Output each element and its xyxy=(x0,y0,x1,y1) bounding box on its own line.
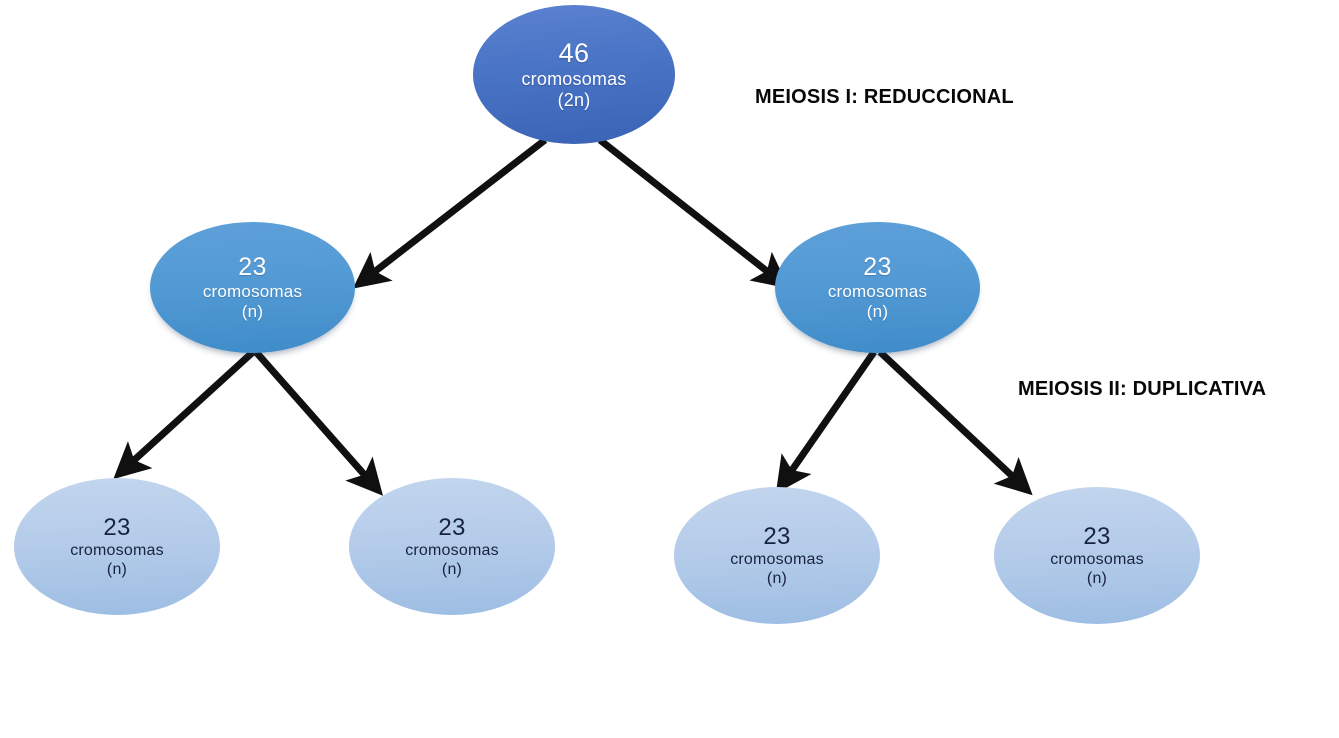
node-leaf-4-23-chromosomes[interactable]: 23 cromosomas (n) xyxy=(994,487,1200,624)
node-root-label: cromosomas xyxy=(521,69,627,89)
node-leaf-1-ploidy: (n) xyxy=(106,560,128,578)
node-mid-right-label: cromosomas xyxy=(827,282,928,301)
edge-mid-left-to-leaf-2 xyxy=(253,349,384,496)
edge-mid-right-to-leaf-3 xyxy=(775,350,877,494)
node-leaf-4-label: cromosomas xyxy=(1050,550,1144,568)
node-leaf-3-label: cromosomas xyxy=(730,550,824,568)
node-leaf-3-count: 23 xyxy=(763,522,791,550)
node-mid-left-23-chromosomes[interactable]: 23 cromosomas (n) xyxy=(150,222,355,353)
node-mid-right-ploidy: (n) xyxy=(866,302,889,321)
node-leaf-3-ploidy: (n) xyxy=(766,569,788,587)
node-root-count: 46 xyxy=(558,38,590,68)
node-leaf-4-ploidy: (n) xyxy=(1086,569,1108,587)
node-leaf-1-23-chromosomes[interactable]: 23 cromosomas (n) xyxy=(14,478,220,615)
node-root-ploidy: (2n) xyxy=(557,90,591,110)
node-leaf-1-label: cromosomas xyxy=(70,541,164,559)
node-leaf-1-count: 23 xyxy=(103,513,131,541)
node-mid-right-23-chromosomes[interactable]: 23 cromosomas (n) xyxy=(775,222,980,353)
node-leaf-2-label: cromosomas xyxy=(405,541,499,559)
phase-label-meiosis-i: MEIOSIS I: REDUCCIONAL xyxy=(755,86,1014,108)
edge-root-to-mid-right xyxy=(597,137,790,289)
node-leaf-3-23-chromosomes[interactable]: 23 cromosomas (n) xyxy=(674,487,880,624)
edge-mid-left-to-leaf-1 xyxy=(113,349,256,480)
node-root-46-chromosomes[interactable]: 46 cromosomas (2n) xyxy=(473,5,675,144)
node-mid-left-label: cromosomas xyxy=(202,282,303,301)
edge-mid-right-to-leaf-4 xyxy=(877,349,1033,496)
node-mid-right-count: 23 xyxy=(863,253,892,281)
node-mid-left-count: 23 xyxy=(238,253,267,281)
node-mid-left-ploidy: (n) xyxy=(241,302,264,321)
phase-label-meiosis-ii: MEIOSIS II: DUPLICATIVA xyxy=(1018,378,1267,400)
node-leaf-2-23-chromosomes[interactable]: 23 cromosomas (n) xyxy=(349,478,555,615)
edge-root-to-mid-left xyxy=(352,137,548,289)
node-leaf-4-count: 23 xyxy=(1083,522,1111,550)
node-leaf-2-ploidy: (n) xyxy=(441,560,463,578)
node-leaf-2-count: 23 xyxy=(438,513,466,541)
